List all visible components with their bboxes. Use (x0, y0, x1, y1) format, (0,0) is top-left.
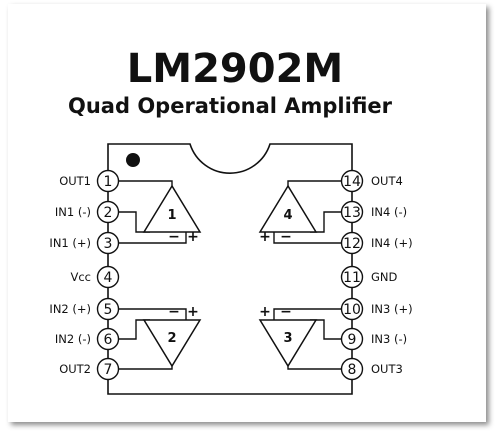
amplifier-1-wiring (108, 180, 187, 244)
pin-label: IN2 (+) (49, 302, 91, 316)
pin-label: OUT2 (59, 362, 91, 376)
right-pin-10: 10 IN3 (+) (340, 297, 413, 321)
pin-number: 10 (343, 302, 361, 318)
pin-number: 11 (343, 270, 361, 286)
pin-label: OUT4 (371, 174, 403, 188)
amplifier-3-number: 3 (283, 331, 292, 346)
pin-label: Vcc (70, 270, 91, 284)
left-pin-2: 2 IN1 (-) (55, 200, 120, 224)
right-pin-12: 12 IN4 (+) (340, 231, 413, 255)
amplifier-3-plus-sign: + (259, 304, 271, 320)
pin-label: IN1 (-) (55, 205, 91, 219)
pin1-marker-dot (126, 153, 140, 167)
pin-label: IN3 (-) (371, 332, 407, 346)
pin-number: 4 (104, 270, 113, 286)
pin-number: 12 (343, 236, 361, 252)
amplifier-1-minus-sign: − (168, 229, 180, 245)
chip-body (107, 143, 353, 395)
right-pin-11: 11 GND (340, 265, 398, 289)
amplifier-4-symbol (258, 184, 318, 233)
left-pin-5: 5 IN2 (+) (49, 297, 120, 321)
amplifier-2-symbol (142, 319, 202, 368)
left-pin-7: 7 OUT2 (59, 357, 120, 381)
pin-number: 8 (348, 362, 357, 378)
amplifier-1-symbol (142, 184, 202, 233)
amplifier-3-minus-sign: − (280, 304, 292, 320)
pin-number: 6 (104, 332, 113, 348)
amplifier-4-minus-sign: − (280, 229, 292, 245)
left-pin-6: 6 IN2 (-) (55, 327, 120, 351)
pin-number: 3 (104, 236, 113, 252)
right-pin-8: 8 OUT3 (340, 357, 403, 381)
pin-label: IN4 (-) (371, 205, 407, 219)
left-pin-4: 4 Vcc (70, 265, 120, 289)
chip-title: LM2902M (127, 46, 343, 92)
pin-number: 1 (104, 174, 113, 190)
pin-label: IN2 (-) (55, 332, 91, 346)
left-pin-3: 3 IN1 (+) (49, 231, 120, 255)
pin-label: OUT1 (59, 174, 91, 188)
pin-number: 9 (348, 332, 357, 348)
left-pin-1: 1 OUT1 (59, 169, 120, 193)
pin-number: 7 (104, 362, 113, 378)
amplifier-3-symbol (258, 319, 318, 368)
pin-number: 14 (343, 174, 361, 190)
pin-label: GND (371, 270, 398, 284)
pin-label: IN4 (+) (371, 236, 413, 250)
amplifier-4-plus-sign: + (259, 229, 271, 245)
amplifier-2-minus-sign: − (168, 304, 180, 320)
pin-number: 13 (343, 205, 361, 221)
diagram-frame (8, 4, 486, 422)
right-pin-9: 9 IN3 (-) (340, 327, 407, 351)
amplifier-2-plus-sign: + (187, 304, 199, 320)
chip-subtitle: Quad Operational Amplifier (68, 94, 393, 118)
right-pin-13: 13 IN4 (-) (340, 200, 407, 224)
amplifier-2-number: 2 (167, 331, 176, 346)
right-pin-14: 14 OUT4 (340, 169, 403, 193)
pin-label: IN1 (+) (49, 236, 91, 250)
amplifier-4-wiring (273, 180, 352, 244)
amplifier-1-plus-sign: + (187, 229, 199, 245)
pin-label: OUT3 (371, 362, 403, 376)
amplifier-1-number: 1 (167, 208, 176, 223)
pin-number: 5 (104, 302, 113, 318)
pin-label: IN3 (+) (371, 302, 413, 316)
pin-number: 2 (104, 205, 113, 221)
amplifier-4-number: 4 (283, 208, 292, 223)
